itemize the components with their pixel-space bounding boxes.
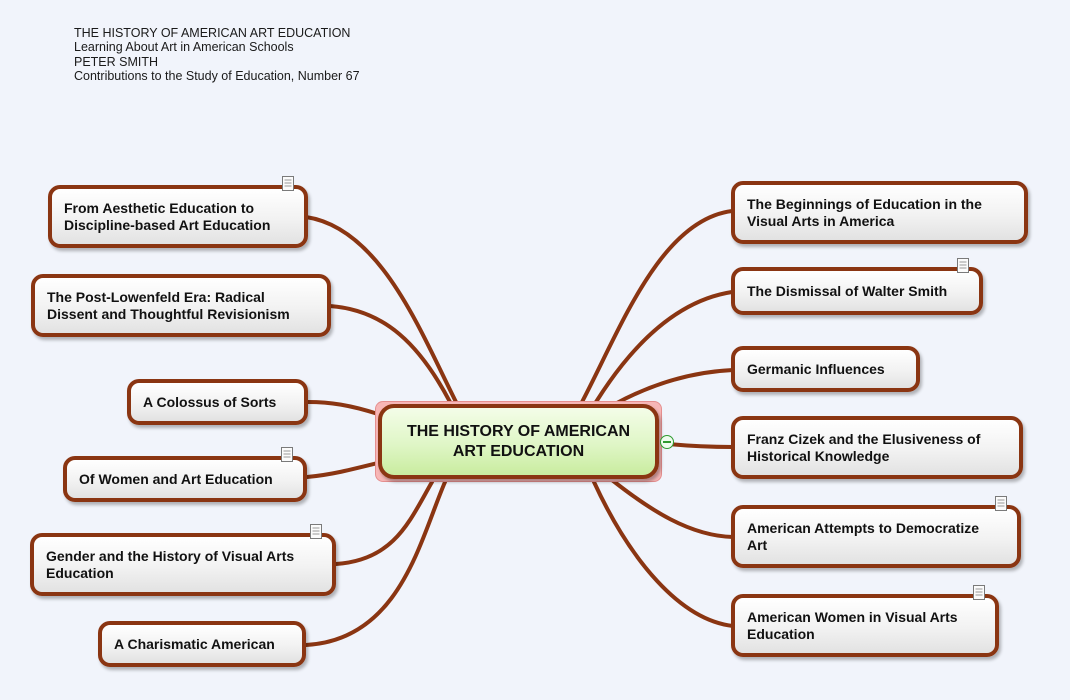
- branch-line: [304, 215, 458, 404]
- branch-line: [306, 400, 380, 416]
- central-topic-label: THE HISTORY OF AMERICAN ART EDUCATION: [406, 422, 631, 460]
- topic-colossus-of-sorts[interactable]: A Colossus of Sorts: [127, 379, 308, 425]
- topic-american-women-visual-arts[interactable]: American Women in Visual Arts Education: [731, 585, 999, 657]
- branch-line: [592, 480, 735, 628]
- topic-label: Of Women and Art Education: [79, 470, 273, 487]
- topic-label: American Women in Visual Arts Education: [747, 608, 958, 642]
- topic-charismatic-american[interactable]: A Charismatic American: [98, 621, 306, 667]
- topic-label: From Aesthetic Education to Discipline-b…: [64, 199, 271, 233]
- topic-aesthetic-to-dbae[interactable]: From Aesthetic Education to Discipline-b…: [48, 176, 308, 248]
- topic-label: Franz Cizek and the Elusiveness of Histo…: [747, 430, 981, 464]
- topic-women-and-art-education[interactable]: Of Women and Art Education: [63, 447, 307, 502]
- topic-label: American Attempts to Democratize Art: [747, 519, 980, 553]
- branch-line: [610, 478, 735, 539]
- topic-label: Gender and the History of Visual Arts Ed…: [46, 547, 295, 581]
- document-header: THE HISTORY OF AMERICAN ART EDUCATION Le…: [74, 26, 360, 84]
- central-topic[interactable]: THE HISTORY OF AMERICAN ART EDUCATION: [378, 404, 659, 479]
- note-icon[interactable]: [281, 447, 293, 462]
- topic-label: A Colossus of Sorts: [143, 393, 277, 410]
- branch-line: [580, 209, 734, 404]
- header-title: THE HISTORY OF AMERICAN ART EDUCATION: [74, 26, 351, 40]
- branch-line: [304, 480, 447, 647]
- note-icon[interactable]: [310, 524, 322, 539]
- note-icon[interactable]: [957, 258, 969, 273]
- topic-beginnings-of-education[interactable]: The Beginnings of Education in the Visua…: [731, 181, 1028, 244]
- note-icon[interactable]: [282, 176, 294, 191]
- topic-franz-cizek[interactable]: Franz Cizek and the Elusiveness of Histo…: [731, 416, 1023, 479]
- topic-gender-and-history[interactable]: Gender and the History of Visual Arts Ed…: [30, 524, 336, 596]
- topic-democratize-art[interactable]: American Attempts to Democratize Art: [731, 496, 1021, 568]
- topic-post-lowenfeld-era[interactable]: The Post-Lowenfeld Era: Radical Dissent …: [31, 274, 331, 337]
- topic-germanic-influences[interactable]: Germanic Influences: [731, 346, 920, 392]
- header-author: PETER SMITH: [74, 54, 159, 69]
- branch-line: [305, 460, 384, 479]
- branch-line: [328, 304, 452, 404]
- header-series: Contributions to the Study of Education,…: [74, 69, 360, 84]
- branch-line: [613, 368, 735, 406]
- branch-line: [334, 480, 434, 566]
- topic-label: The Post-Lowenfeld Era: Radical Dissent …: [47, 288, 290, 322]
- note-icon[interactable]: [973, 585, 985, 600]
- topic-label: The Beginnings of Education in the Visua…: [747, 195, 982, 229]
- topic-label: Germanic Influences: [747, 360, 885, 377]
- header-subtitle: Learning About Art in American Schools: [74, 40, 294, 55]
- topic-label: A Charismatic American: [114, 635, 275, 652]
- note-icon[interactable]: [995, 496, 1007, 511]
- collapse-minus-icon[interactable]: [660, 435, 674, 449]
- branch-line: [594, 290, 734, 404]
- branch-line: [666, 442, 735, 449]
- topic-dismissal-of-walter-smith[interactable]: The Dismissal of Walter Smith: [731, 258, 983, 315]
- topic-label: The Dismissal of Walter Smith: [747, 282, 948, 299]
